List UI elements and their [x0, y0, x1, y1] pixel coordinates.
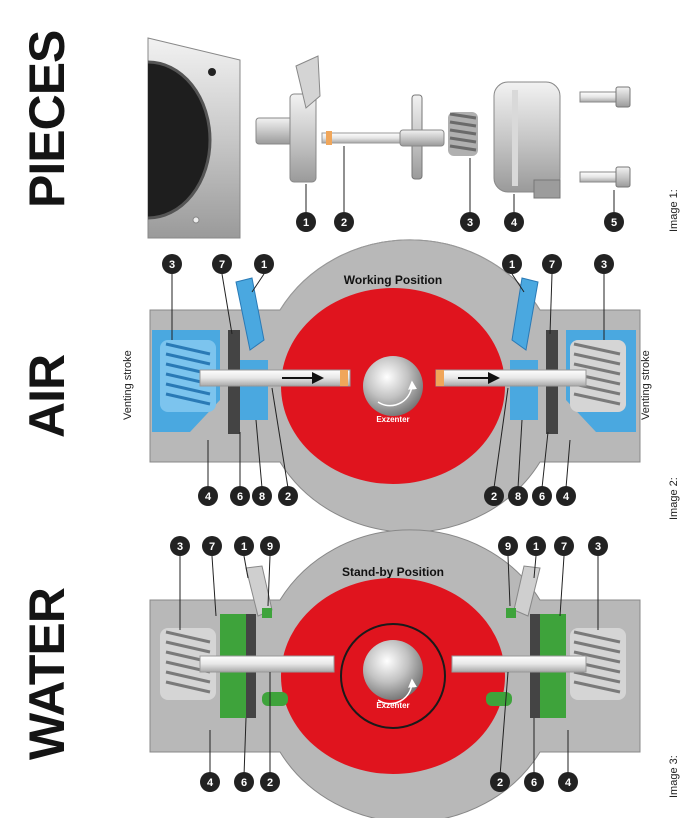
- callout-number: 7: [209, 541, 215, 553]
- callout-marker: [460, 212, 480, 232]
- callout-number: 1: [509, 259, 515, 271]
- callout-number: 7: [219, 259, 225, 271]
- air-exzenter-label: Exzenter: [376, 415, 409, 424]
- callout-number: 1: [303, 217, 309, 229]
- callout-marker: [170, 536, 190, 556]
- callout-marker: [502, 254, 522, 274]
- callout-marker: [532, 486, 552, 506]
- air-leaders: [171, 273, 605, 489]
- callout-number: 3: [601, 259, 607, 271]
- callout-marker: [234, 536, 254, 556]
- callout-number: 2: [491, 491, 497, 503]
- callout-number: 4: [205, 491, 212, 503]
- callout-marker: [234, 772, 254, 792]
- callout-number: 4: [565, 777, 572, 789]
- callout-number: 5: [611, 217, 617, 229]
- water-position-label: Stand-by Position: [342, 565, 444, 579]
- water-left-assembly: [160, 565, 335, 718]
- water-exzenter-label: Exzenter: [376, 701, 409, 710]
- callout-number: 7: [561, 541, 567, 553]
- callout-number: 8: [259, 491, 265, 503]
- callout-number: 6: [237, 491, 243, 503]
- callout-number: 3: [169, 259, 175, 271]
- callout-marker: [526, 536, 546, 556]
- callout-number: 3: [467, 217, 473, 229]
- water-right-assembly: [451, 565, 626, 718]
- pieces-part-4-cap: [493, 81, 561, 199]
- callout-number: 8: [515, 491, 521, 503]
- pieces-housing-part: [147, 37, 241, 239]
- callout-number: 1: [261, 259, 267, 271]
- callout-marker: [524, 772, 544, 792]
- callout-number: 6: [531, 777, 537, 789]
- pieces-part-2-shaft: [321, 94, 445, 180]
- callout-marker: [508, 486, 528, 506]
- callout-number: 6: [539, 491, 545, 503]
- callout-number: 7: [549, 259, 555, 271]
- pieces-part-5-bolts: [579, 86, 631, 188]
- callout-marker: [334, 212, 354, 232]
- callout-marker: [554, 536, 574, 556]
- callout-number: 6: [241, 777, 247, 789]
- callout-number: 4: [207, 777, 214, 789]
- water-exzenter: Exzenter: [363, 640, 423, 710]
- pieces-leaders: [305, 146, 615, 212]
- callout-marker: [504, 212, 524, 232]
- callout-number: 4: [563, 491, 570, 503]
- callout-marker: [200, 772, 220, 792]
- callout-number: 1: [533, 541, 539, 553]
- callout-marker: [498, 536, 518, 556]
- callout-number: 4: [511, 217, 518, 229]
- callout-number: 2: [497, 777, 503, 789]
- callout-marker: [594, 254, 614, 274]
- callout-number: 9: [505, 541, 511, 553]
- callout-number: 2: [341, 217, 347, 229]
- air-position-label: Working Position: [344, 273, 442, 287]
- air-exzenter: Exzenter: [363, 356, 423, 424]
- callout-number: 3: [177, 541, 183, 553]
- callout-marker: [556, 486, 576, 506]
- callout-number: 2: [285, 491, 291, 503]
- callout-marker: [278, 486, 298, 506]
- callout-number: 2: [267, 777, 273, 789]
- callout-marker: [252, 486, 272, 506]
- callout-number: 9: [267, 541, 273, 553]
- air-right-assembly: [435, 277, 636, 434]
- callout-marker: [230, 486, 250, 506]
- callout-marker: [254, 254, 274, 274]
- callout-marker: [260, 536, 280, 556]
- callout-marker: [558, 772, 578, 792]
- callout-marker: [484, 486, 504, 506]
- pieces-part-1-flange: [255, 55, 321, 183]
- callout-marker: [202, 536, 222, 556]
- callout-marker: [162, 254, 182, 274]
- callout-marker: [490, 772, 510, 792]
- callout-marker: [604, 212, 624, 232]
- callout-marker: [198, 486, 218, 506]
- callout-marker: [542, 254, 562, 274]
- callout-number: 3: [595, 541, 601, 553]
- callout-marker: [212, 254, 232, 274]
- callout-marker: [588, 536, 608, 556]
- air-left-assembly: [152, 277, 351, 434]
- pieces-part-3-spring: [448, 112, 478, 156]
- callout-marker: [296, 212, 316, 232]
- callout-marker: [260, 772, 280, 792]
- water-leaders: [179, 555, 599, 777]
- callout-number: 1: [241, 541, 247, 553]
